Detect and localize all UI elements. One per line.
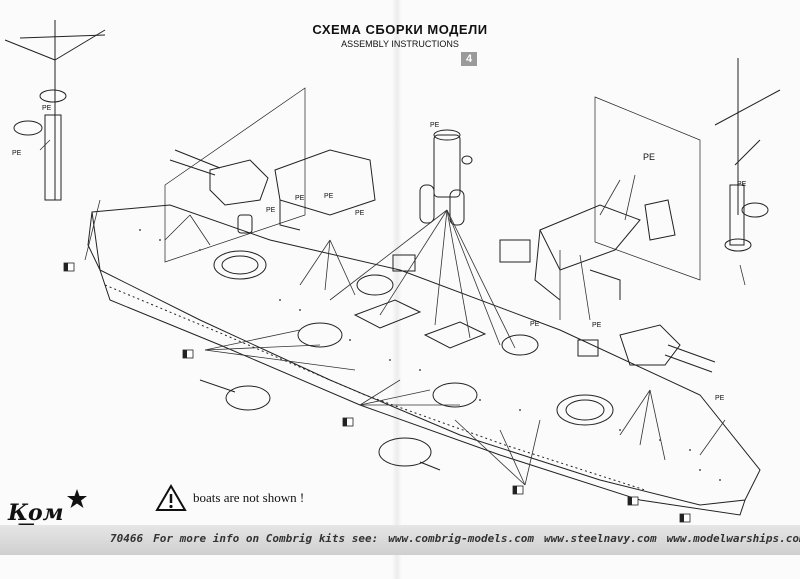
pe-label: PE (643, 152, 655, 162)
aft-bridge (539, 204, 641, 271)
casemate-gun-right (378, 437, 432, 467)
website-link-modelwarships[interactable]: www.modelwarships.com (666, 532, 800, 545)
page-fold (392, 0, 402, 579)
logo-line-1: Ком (8, 500, 64, 526)
pe-label: PE (355, 210, 365, 217)
pe-label: PE (324, 193, 334, 200)
footer-bar: 70466 For more info on Combrig kits see:… (0, 525, 800, 555)
aft-turret (619, 324, 681, 366)
step-number-badge: 4 (461, 52, 477, 66)
pe-label: PE (592, 322, 602, 329)
website-link-steelnavy[interactable]: www.steelnavy.com (544, 532, 657, 545)
mid-barbette-1 (297, 322, 343, 348)
footer-info: For more info on Combrig kits see: (153, 532, 379, 545)
title-russian: СХЕМА СБОРКИ МОДЕЛИ (312, 22, 488, 37)
warning-icon (155, 484, 187, 511)
boats-note: boats are not shown ! (155, 484, 304, 512)
casemate-gun-left (225, 385, 271, 411)
pe-label: PE (295, 195, 305, 202)
aft-barbette (556, 394, 614, 426)
superstructure-mid (353, 299, 422, 329)
star-icon (67, 489, 87, 508)
pe-label: PE (530, 321, 540, 328)
pe-label: PE (715, 395, 725, 402)
pe-label: PE (737, 181, 747, 188)
boats-note-text: boats are not shown ! (193, 490, 305, 505)
forward-barbette (213, 250, 267, 280)
pe-label: PE (42, 105, 52, 112)
pe-label: PE (12, 150, 22, 157)
hull-side (99, 269, 746, 516)
catalog-number: 70466 (110, 532, 144, 545)
website-link-combrig[interactable]: www.combrig-models.com (388, 532, 534, 545)
hull-belt-line (104, 284, 646, 491)
aft-shading-plane (594, 96, 701, 281)
forward-bridge (274, 149, 376, 216)
funnel-1 (433, 134, 461, 198)
fore-shading-plane (164, 87, 306, 263)
pe-label: PE (266, 207, 276, 214)
forward-turret (209, 159, 269, 206)
mid-barbette-2 (432, 382, 478, 408)
pe-label: PE (430, 122, 440, 129)
title-english: ASSEMBLY INSTRUCTIONS (341, 39, 459, 49)
